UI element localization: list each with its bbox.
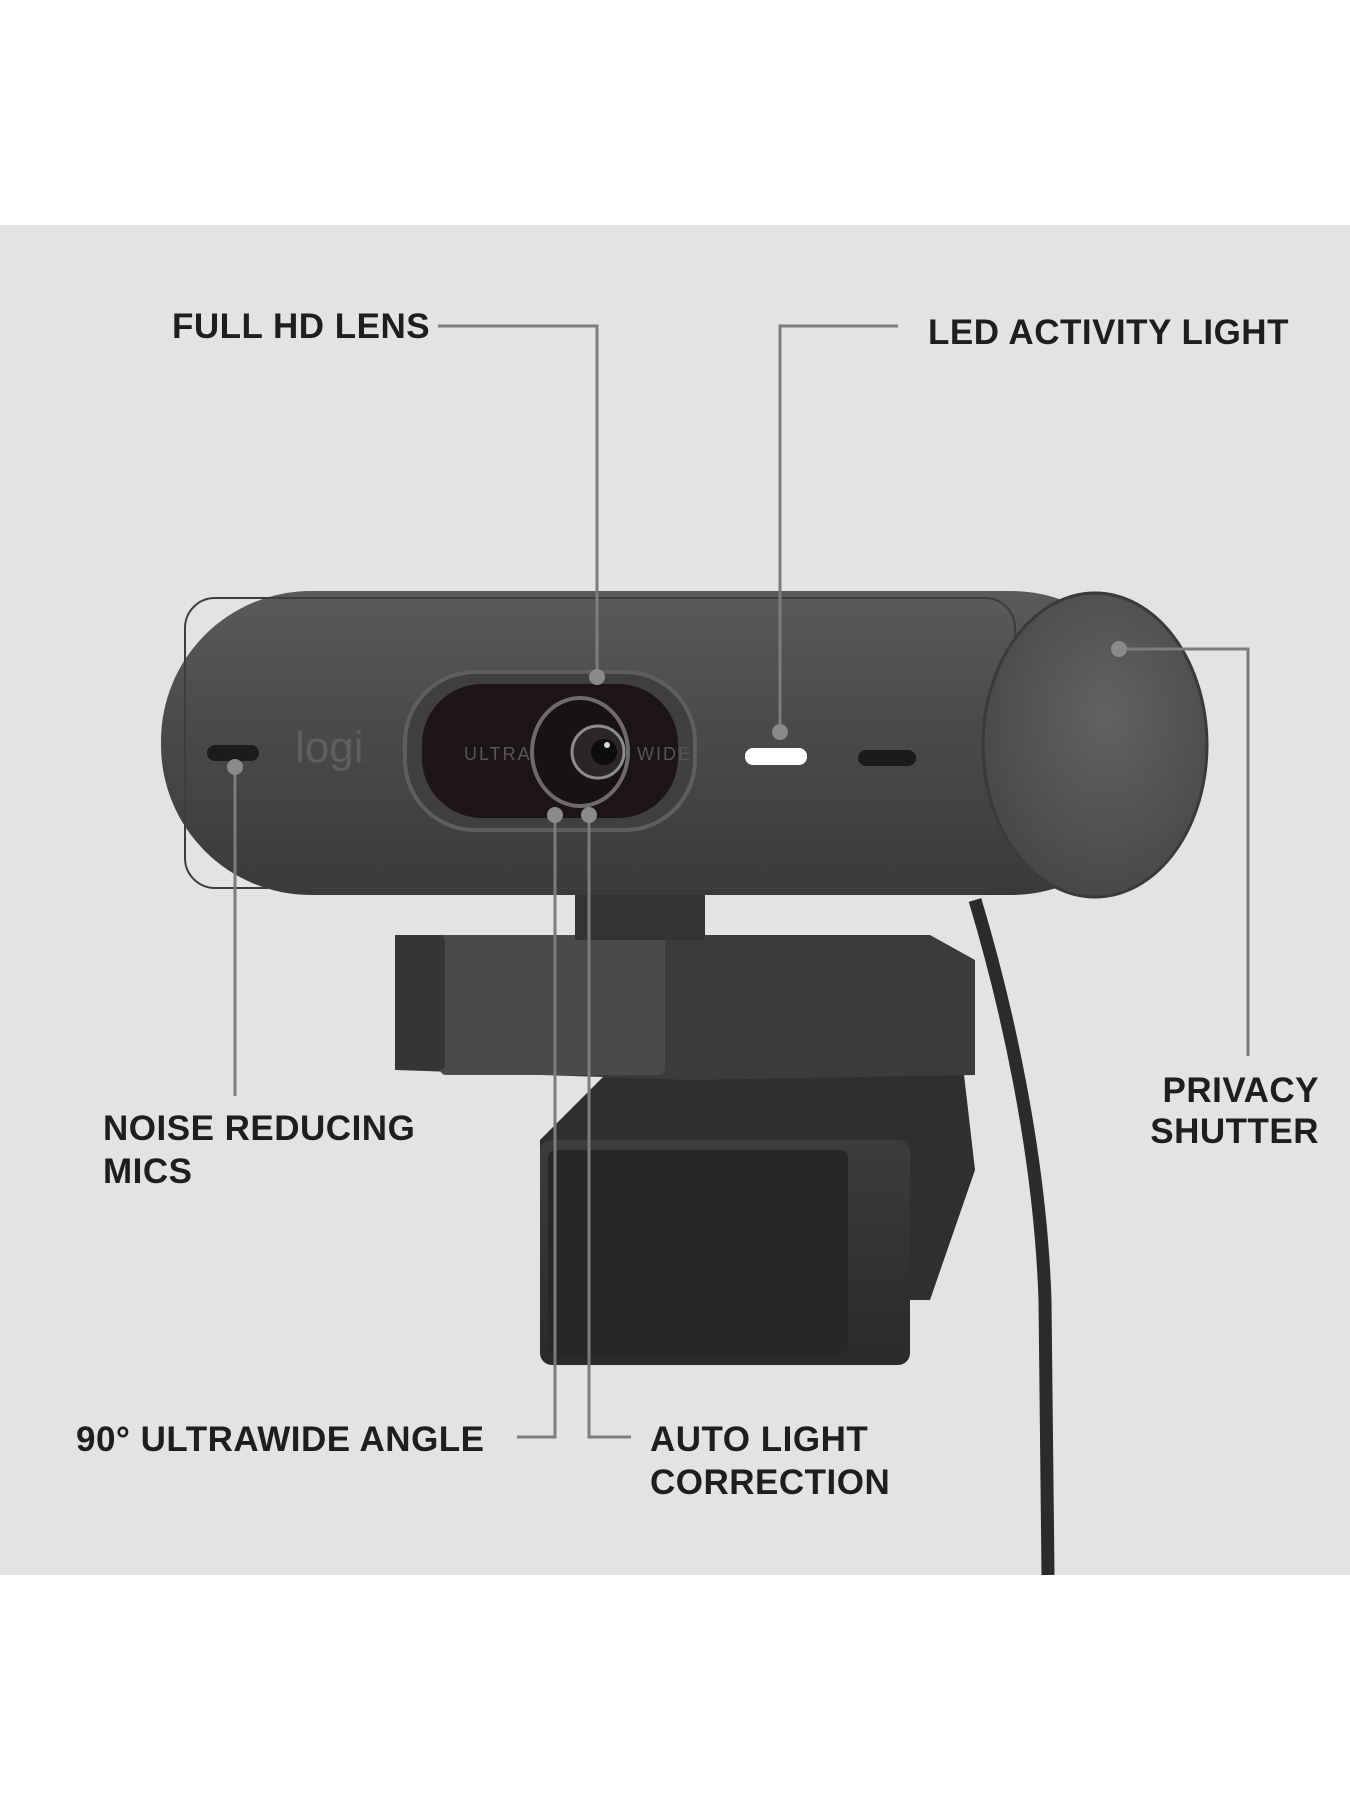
callout-dots	[227, 641, 1127, 823]
label-line: MICS	[103, 1152, 193, 1191]
mic-slot-left	[207, 745, 259, 761]
label-line: SHUTTER	[1150, 1112, 1319, 1151]
label-ultrawide-angle: 90° ULTRAWIDE ANGLE	[76, 1420, 485, 1459]
lens-text-ultra: ULTRA	[464, 744, 532, 764]
privacy-shutter-cap	[981, 591, 1209, 899]
label-line: PRIVACY	[1162, 1071, 1319, 1110]
led-activity-light	[745, 748, 807, 765]
label-full-hd-lens: FULL HD LENS	[172, 307, 431, 346]
lens-text-wide: WIDE	[637, 744, 692, 764]
mic-slot-right	[858, 750, 916, 766]
usb-cable	[968, 898, 1055, 1576]
logi-logo: logi	[295, 723, 364, 772]
leader-lines	[233, 324, 1250, 1439]
label-led-activity-light: LED ACTIVITY LIGHT	[928, 313, 1289, 352]
label-line: NOISE REDUCING	[103, 1109, 416, 1148]
label-line: CORRECTION	[650, 1463, 891, 1502]
label-line: AUTO LIGHT	[650, 1420, 869, 1459]
